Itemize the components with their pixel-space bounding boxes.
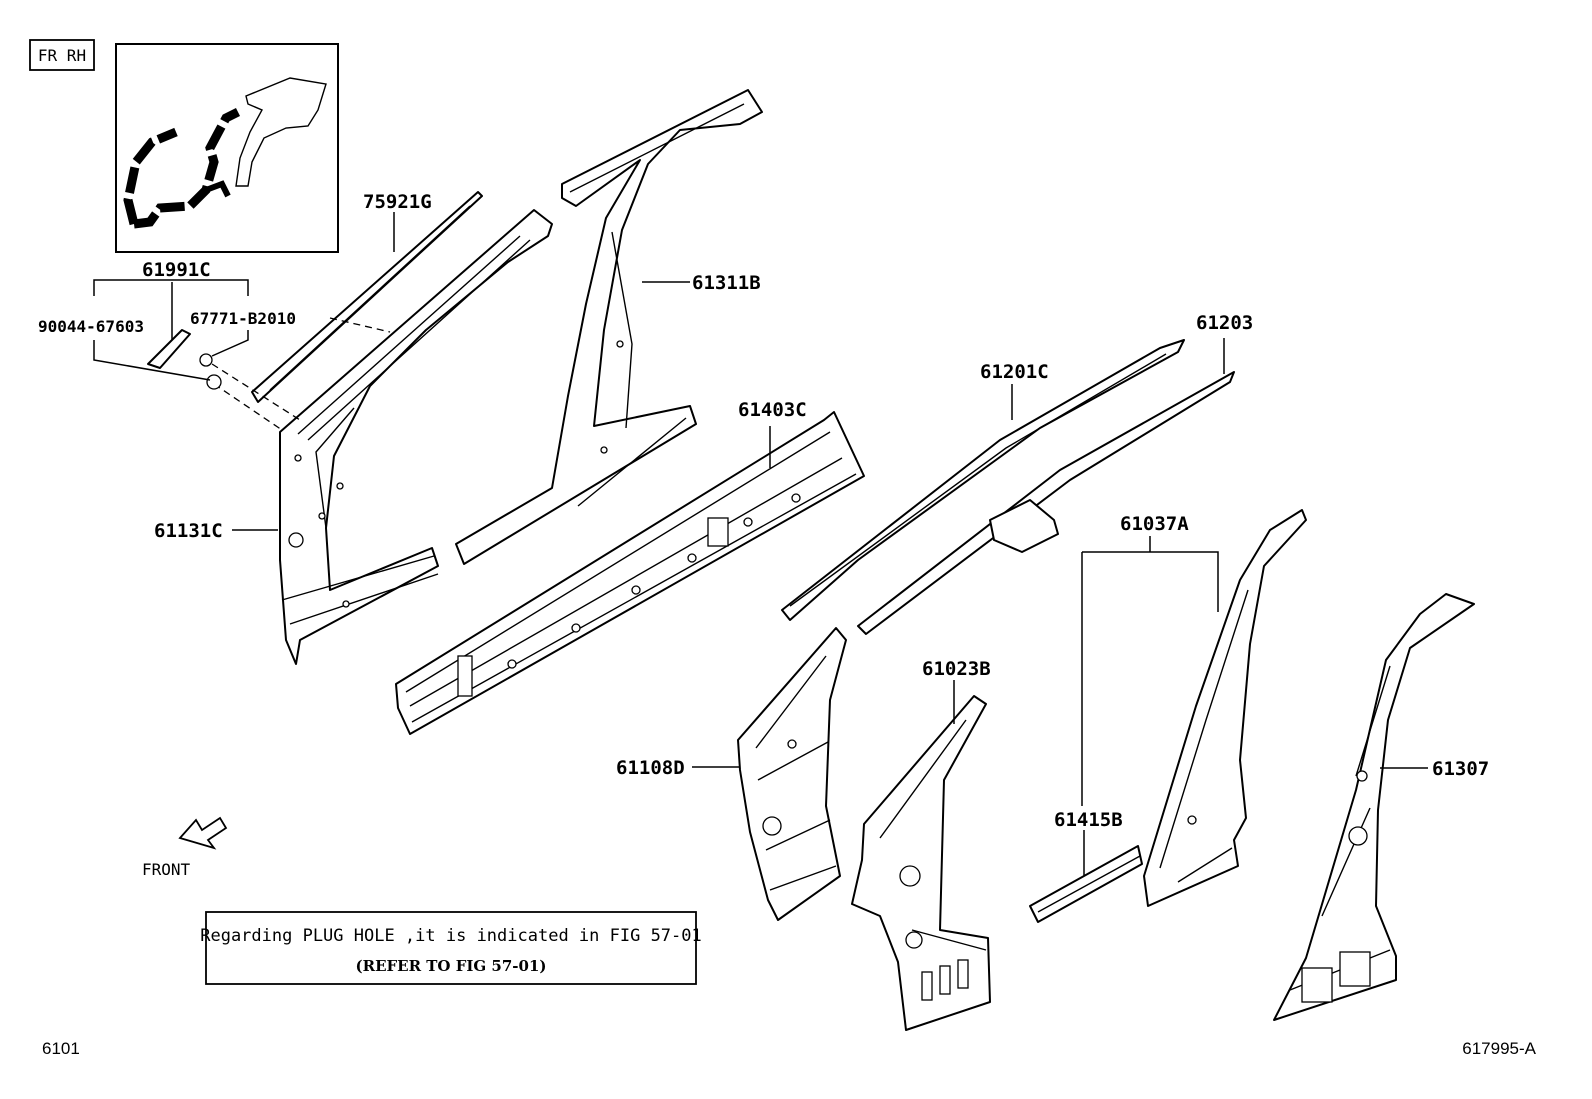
view-tag-text: FR RH [38, 46, 86, 65]
label-75921g: 75921G [363, 191, 432, 213]
part-61131c: 61131C [154, 209, 553, 665]
footer-right-code: 617995-A [1462, 1039, 1536, 1058]
part-61037a: 61037A [1081, 509, 1307, 907]
note-line-2: (REFER TO FIG 57-01) [356, 957, 547, 975]
part-61311b: 61311B [455, 89, 763, 565]
label-61131c: 61131C [154, 520, 223, 542]
plug-hole-note: Regarding PLUG HOLE ,it is indicated in … [200, 911, 702, 985]
part-75921g: 75921G [251, 191, 483, 403]
part-61108d: 61108D [616, 627, 847, 921]
label-61311b: 61311B [692, 272, 761, 294]
label-61037a: 61037A [1120, 513, 1189, 535]
assembly-lines [211, 317, 391, 431]
label-61403c: 61403C [738, 399, 807, 421]
part-61403c: 61403C [395, 399, 865, 735]
part-61023b: 61023B [851, 658, 991, 1031]
front-arrow: FRONT [142, 816, 228, 879]
locator-inset [115, 43, 339, 253]
label-61201c: 61201C [980, 361, 1049, 383]
part-61201c: 61201C [781, 339, 1185, 621]
view-tag: FR RH [29, 39, 95, 71]
part-61415b: 61415B [1029, 809, 1143, 923]
label-61108d: 61108D [616, 757, 685, 779]
label-61991c: 61991C [142, 259, 211, 281]
part-61991c: 61991C 90044-67603 67771-B2010 [38, 259, 296, 390]
label-61023b: 61023B [922, 658, 991, 680]
label-61415b: 61415B [1054, 809, 1123, 831]
footer-left-code: 6101 [42, 1039, 80, 1058]
front-arrow-label: FRONT [142, 860, 191, 879]
part-61203: 61203 [857, 312, 1253, 635]
label-90044-67603: 90044-67603 [38, 317, 144, 336]
part-61307: 61307 [1273, 593, 1489, 1021]
label-61203: 61203 [1196, 312, 1253, 334]
label-67771-b2010: 67771-B2010 [190, 309, 296, 328]
note-line-1: Regarding PLUG HOLE ,it is indicated in … [200, 926, 702, 946]
label-61307: 61307 [1432, 758, 1489, 780]
